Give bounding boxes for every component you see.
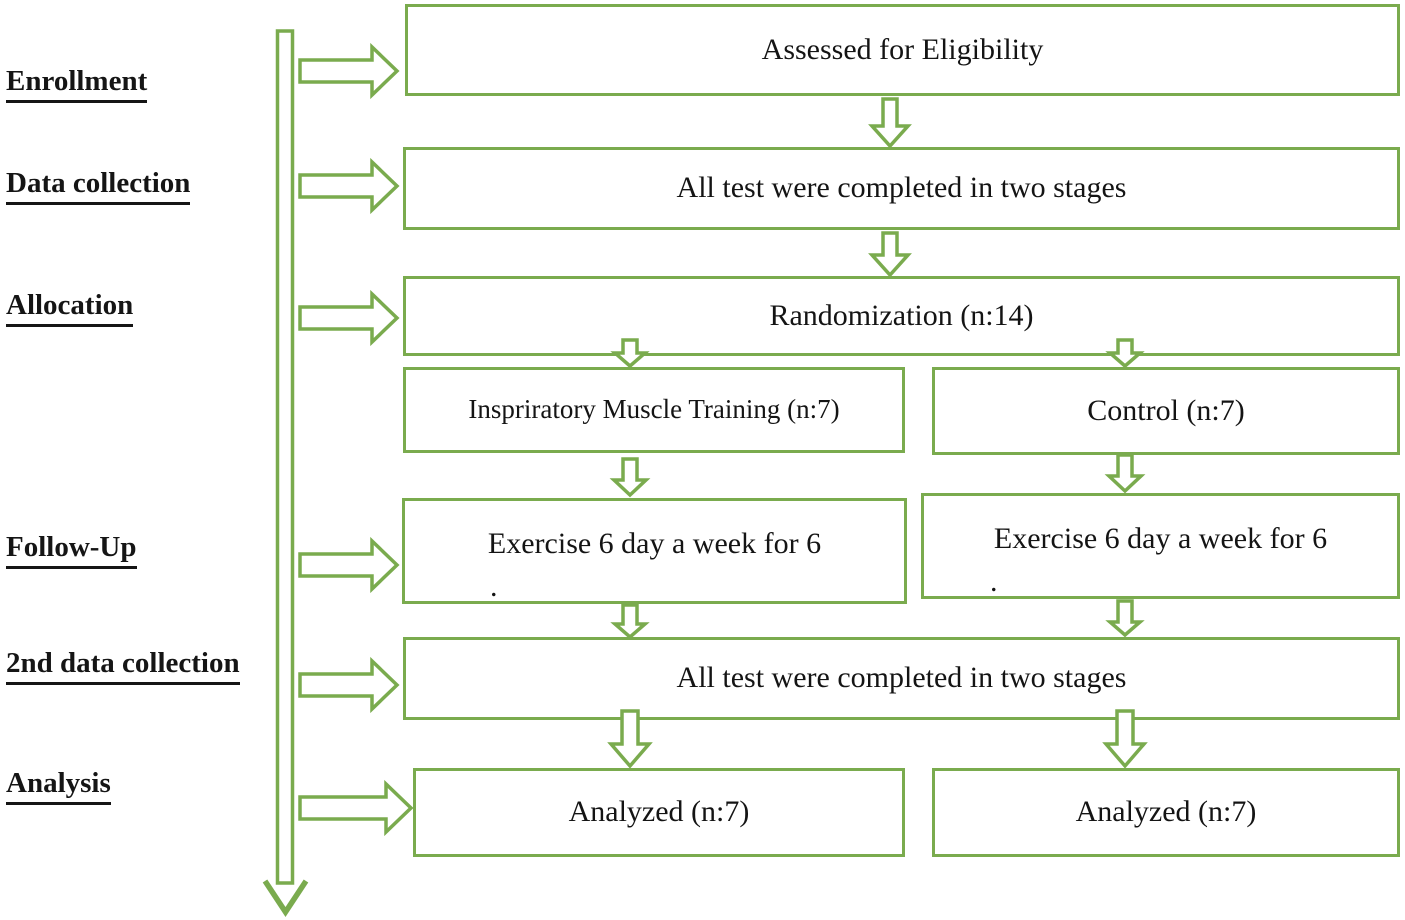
node-exercise-right-line2: . <box>990 564 998 598</box>
node-tests-stage1-label: All test were completed in two stages <box>676 171 1127 205</box>
down-arrow-icon-assessed-to-tests1 <box>868 97 912 149</box>
stage-label-analysis: Analysis <box>6 767 111 805</box>
node-tests-stage2: All test were completed in two stages <box>403 637 1400 720</box>
node-exercise-left: Exercise 6 day a week for 6 . <box>402 498 907 604</box>
node-assessed-eligibility-label: Assessed for Eligibility <box>761 32 1044 66</box>
node-tests-stage1: All test were completed in two stages <box>403 147 1400 230</box>
node-exercise-right: Exercise 6 day a week for 6 . <box>921 493 1400 599</box>
node-analyzed-right: Analyzed (n:7) <box>932 768 1400 857</box>
node-randomization: Randomization (n:14) <box>403 276 1400 356</box>
node-exercise-left-line2: . <box>490 569 498 603</box>
right-arrow-icon-data-collection <box>298 157 400 215</box>
right-arrow-icon-2nd-data-collection <box>298 656 400 714</box>
down-arrow-icon-control-to-exercise-right <box>1104 453 1146 494</box>
node-exercise-right-line1: Exercise 6 day a week for 6 <box>993 522 1328 555</box>
node-exercise-left-line1: Exercise 6 day a week for 6 <box>487 527 822 560</box>
down-arrow-icon-imt-to-exercise-left <box>609 457 651 498</box>
node-control-label: Control (n:7) <box>1087 393 1245 427</box>
down-arrow-icon-tests1-to-randomization <box>868 231 912 278</box>
right-arrow-icon-follow-up <box>298 536 400 594</box>
right-arrow-icon-enrollment <box>298 42 400 100</box>
node-control-group: Control (n:7) <box>932 367 1400 455</box>
node-analyzed-left-label: Analyzed (n:7) <box>568 795 750 829</box>
down-arrow-icon-exercise-right-to-tests2 <box>1105 599 1145 638</box>
node-analyzed-right-label: Analyzed (n:7) <box>1075 795 1257 829</box>
node-analyzed-left: Analyzed (n:7) <box>413 768 905 857</box>
node-assessed-eligibility: Assessed for Eligibility <box>405 4 1400 96</box>
node-tests-stage2-label: All test were completed in two stages <box>676 661 1127 695</box>
stage-label-allocation: Allocation <box>6 289 134 327</box>
right-arrow-icon-allocation <box>298 289 400 347</box>
right-arrow-icon-analysis <box>298 779 414 837</box>
timeline-arrow-head-icon <box>262 879 309 917</box>
stage-label-2nd-data-collection: 2nd data collection <box>6 647 240 685</box>
stage-label-enrollment: Enrollment <box>6 65 148 103</box>
stage-label-follow-up: Follow-Up <box>6 531 137 569</box>
down-arrow-icon-exercise-left-to-tests2 <box>610 603 650 640</box>
node-inspiratory-muscle-training: Inspriratory Muscle Training (n:7) <box>403 367 905 453</box>
stage-label-data-collection: Data collection <box>6 167 191 205</box>
node-randomization-label: Randomization (n:14) <box>769 298 1034 332</box>
node-imt-label: Inspriratory Muscle Training (n:7) <box>468 394 840 425</box>
timeline-arrow-shaft <box>275 29 295 885</box>
